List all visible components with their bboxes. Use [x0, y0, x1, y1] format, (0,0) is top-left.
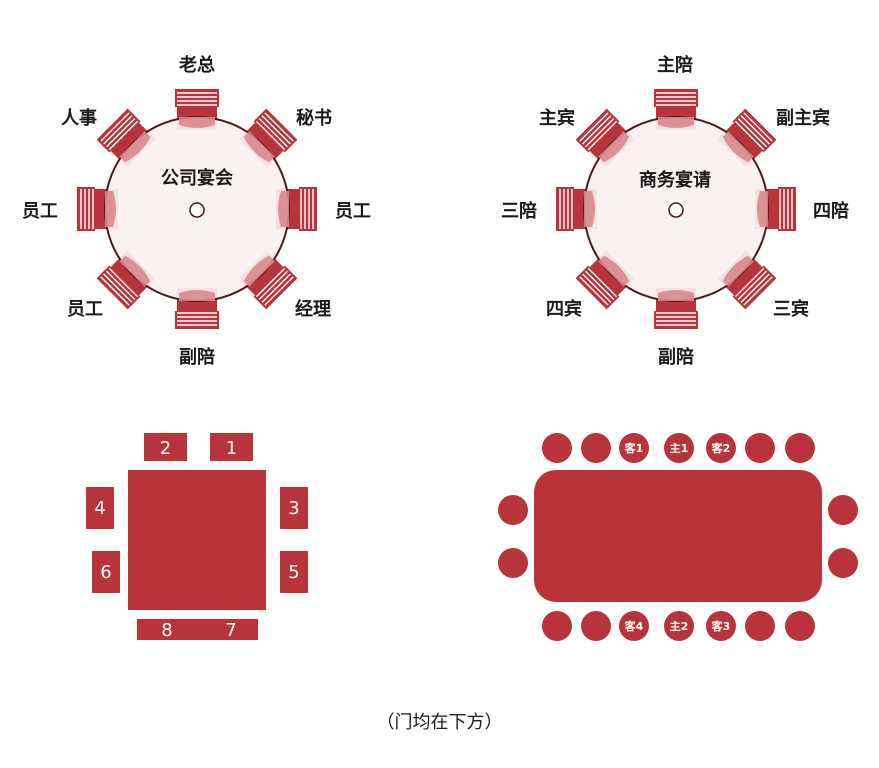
seat-tint-bottom — [179, 290, 215, 301]
rect-table-top-seats: 客1 主1 客2 — [542, 433, 815, 463]
round-table-company-banquet — [77, 89, 317, 329]
rect-seat-left-upper — [498, 495, 528, 525]
seat-tint-bottomLeft — [119, 255, 151, 287]
seat-tint-bottom — [658, 290, 694, 301]
square-seat-5 — [280, 551, 308, 593]
seat-label-1-top-right: 秘书 — [296, 107, 332, 129]
round-table-1-title: 公司宴会 — [161, 167, 233, 189]
seat-label-2-bottom-left: 四宾 — [546, 298, 582, 320]
rect-top-seat-3 — [619, 433, 649, 463]
square-seat-6-label: 6 — [100, 562, 111, 583]
rect-seat-left-lower — [498, 548, 528, 578]
seat-label-1-left: 员工 — [22, 201, 58, 222]
seat-label-2-top-left: 主宾 — [539, 107, 575, 129]
rect-bottom-seat-3 — [619, 611, 649, 641]
square-seat-1 — [210, 433, 253, 461]
rect-top-seat-1 — [542, 433, 572, 463]
seat-tint-bottomRight — [243, 255, 275, 287]
square-seat-4-label: 4 — [94, 498, 105, 519]
seat-label-2-bottom: 副陪 — [658, 346, 694, 368]
rect-top-seat-4-label: 主1 — [670, 441, 689, 455]
seat-label-2-left: 三陪 — [501, 200, 537, 222]
rect-top-seat-3-label: 客1 — [624, 441, 644, 455]
seat-tint-top — [179, 117, 215, 128]
rect-bottom-seat-5-label: 客3 — [711, 619, 731, 633]
rect-top-seat-6 — [745, 433, 775, 463]
rect-bottom-seat-7 — [785, 611, 815, 641]
seat-tint-top — [658, 117, 694, 128]
square-seat-7-label: 7 — [225, 620, 236, 641]
seat-tint-bottomRight — [722, 255, 754, 287]
seat-label-1-right: 员工 — [335, 201, 371, 222]
seat-tint-right — [278, 191, 289, 227]
square-seat-1-label: 1 — [226, 438, 237, 459]
turntable-center — [668, 202, 684, 218]
rect-top-seat-4 — [664, 433, 694, 463]
seat-label-2-right: 四陪 — [813, 200, 849, 222]
rect-bottom-seat-1 — [542, 611, 572, 641]
square-seat-8-label: 8 — [161, 620, 172, 641]
rect-seat-right-lower — [828, 548, 858, 578]
rect-bottom-seat-2 — [581, 611, 611, 641]
seat-label-2-top: 主陪 — [657, 54, 693, 76]
round-table-2-title: 商务宴请 — [639, 169, 711, 191]
square-table — [128, 470, 266, 610]
seat-label-1-bottom-left: 员工 — [67, 299, 103, 320]
rect-top-seat-2 — [581, 433, 611, 463]
square-seat-3-label: 3 — [288, 498, 299, 519]
square-seat-3 — [280, 487, 308, 529]
seat-label-1-top-left: 人事 — [61, 107, 97, 129]
seat-tint-topRight — [243, 131, 275, 163]
rect-table — [534, 470, 822, 602]
square-seat-2 — [144, 433, 187, 461]
seat-label-2-top-right: 副主宾 — [776, 107, 830, 129]
rect-top-seat-5 — [706, 433, 736, 463]
seat-tint-left — [105, 191, 116, 227]
seat-tint-topLeft — [598, 131, 630, 163]
turntable-center — [189, 202, 205, 218]
seat-label-1-top: 老总 — [179, 54, 215, 76]
rect-top-seat-7 — [785, 433, 815, 463]
seat-tint-topLeft — [119, 131, 151, 163]
square-seat-8-7-bench — [137, 619, 258, 640]
footer-note: （门均在下方） — [376, 712, 503, 733]
rect-bottom-seat-4 — [664, 611, 694, 641]
square-seat-6 — [92, 551, 120, 593]
seat-label-1-bottom-right: 经理 — [295, 298, 331, 320]
rect-top-seat-5-label: 客2 — [711, 441, 731, 455]
seat-tint-left — [584, 191, 595, 227]
square-seat-4 — [86, 487, 114, 529]
square-seat-2-label: 2 — [160, 438, 171, 459]
rect-table-bottom-seats: 客4 主2 客3 — [542, 611, 815, 641]
square-seat-5-label: 5 — [288, 562, 299, 583]
seat-tint-bottomLeft — [598, 255, 630, 287]
seat-label-1-bottom: 副陪 — [179, 346, 215, 368]
rect-bottom-seat-4-label: 主2 — [670, 619, 689, 633]
round-table-business-banquet — [556, 89, 796, 329]
rect-bottom-seat-5 — [706, 611, 736, 641]
seat-tint-topRight — [722, 131, 754, 163]
seat-tint-right — [757, 191, 768, 227]
rect-bottom-seat-3-label: 客4 — [624, 619, 644, 633]
seat-label-2-bottom-right: 三宾 — [773, 298, 809, 320]
rect-bottom-seat-6 — [745, 611, 775, 641]
rect-seat-right-upper — [828, 495, 858, 525]
